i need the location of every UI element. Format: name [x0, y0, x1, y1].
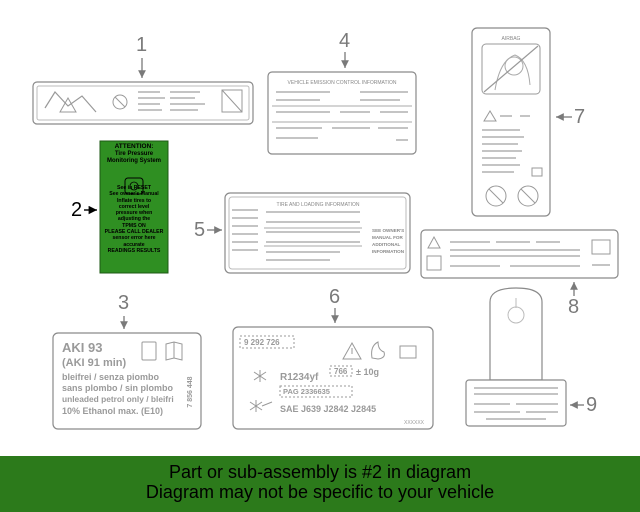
diagram-notice-banner: Part or sub-assembly is #2 in diagram Di…	[0, 456, 640, 512]
part-8-warning-strip-label[interactable]	[420, 229, 619, 279]
label3-line-3: bleifrei / senza piombo	[62, 372, 160, 382]
part-5-tire-loading-label[interactable]: TIRE AND LOADING INFORMATION	[224, 192, 411, 274]
tpms-line-5: See owner's Manual	[109, 191, 159, 198]
tpms-line-9: adjusting the	[117, 216, 151, 223]
label6-standards: SAE J639 J2842 J2845	[280, 404, 376, 414]
callout-4[interactable]: 4	[339, 30, 351, 52]
tpms-line-4: See in RESET	[116, 185, 152, 191]
tpms-label-text: ATTENTION: Tire Pressure Monitoring Syst…	[102, 143, 166, 271]
tpms-line-6: Inflate tires to	[116, 197, 151, 204]
callout-5[interactable]: 5	[194, 219, 206, 241]
label5-side-1: SEE OWNER'S	[372, 228, 404, 233]
tpms-line-3: Monitoring System	[106, 158, 161, 164]
label6-part: 9 292 726	[244, 338, 280, 347]
part-2-tpms-label[interactable]	[99, 140, 169, 274]
tpms-line-11: PLEASE CALL DEALER	[104, 229, 164, 236]
label5-side-2: MANUAL FOR	[372, 235, 403, 240]
part-7-airbag-label[interactable]: AIRBAG	[471, 27, 551, 217]
banner-line-2: Diagram may not be specific to your vehi…	[145, 482, 495, 502]
tpms-line-2: Tire Pressure	[114, 151, 154, 157]
label3-line-1: AKI 93	[62, 340, 102, 355]
callout-2[interactable]: 2	[71, 199, 83, 221]
tpms-line-12: sensor error here	[112, 235, 156, 242]
banner-line-1: Part or sub-assembly is #2 in diagram	[168, 462, 472, 482]
label3-line-2: (AKI 91 min)	[62, 357, 127, 369]
tpms-line-14: READINGS RESULTS	[107, 247, 161, 254]
label5-title: TIRE AND LOADING INFORMATION	[277, 202, 360, 208]
label3-line-4: sans plombo / sin plombo	[62, 383, 174, 393]
callout-6[interactable]: 6	[329, 286, 341, 308]
label5-side-3: ADDITIONAL	[372, 242, 401, 247]
label6-amount: ± 10g	[356, 367, 379, 377]
callout-7[interactable]: 7	[574, 106, 586, 128]
part-4-emission-label[interactable]: VEHICLE EMISSION CONTROL INFORMATION	[267, 71, 417, 155]
tpms-line-8: pressure when	[115, 210, 153, 217]
tpms-line-1: ATTENTION:	[114, 143, 154, 150]
callout-9[interactable]: 9	[586, 394, 598, 416]
part-1-warning-label[interactable]	[32, 81, 254, 125]
parts-diagram: VEHICLE EMISSION CONTROL INFORMATION AIR…	[32, 27, 619, 430]
tpms-line-7: correct level	[118, 203, 150, 210]
label3-line-6: 10% Ethanol max. (E10)	[62, 406, 163, 416]
part-6-ac-refrigerant-label[interactable]	[232, 326, 434, 430]
callout-3[interactable]: 3	[118, 292, 130, 314]
label3-side-code: 7 856 448	[187, 376, 194, 407]
callout-8[interactable]: 8	[568, 296, 580, 318]
tpms-line-10: TPMS ON	[122, 222, 146, 229]
tpms-line-13: accurate	[123, 241, 145, 248]
part-9-hanging-tag-label[interactable]	[465, 287, 567, 427]
label4-title: VEHICLE EMISSION CONTROL INFORMATION	[288, 80, 397, 86]
label6-code: XXXXXX	[404, 420, 425, 426]
callout-1[interactable]: 1	[136, 34, 148, 56]
label6-amount-box: 766	[334, 367, 348, 376]
label5-side-4: INFORMATION	[372, 249, 405, 254]
label3-line-5: unleaded petrol only / bleifri	[62, 394, 174, 404]
tpms-icon-space	[102, 165, 166, 185]
label7-header: AIRBAG	[502, 36, 521, 42]
label6-pag: PAG 2336635	[283, 387, 330, 396]
label6-refrigerant: R1234yf	[280, 372, 319, 383]
part-3-fuel-label[interactable]	[52, 332, 202, 430]
